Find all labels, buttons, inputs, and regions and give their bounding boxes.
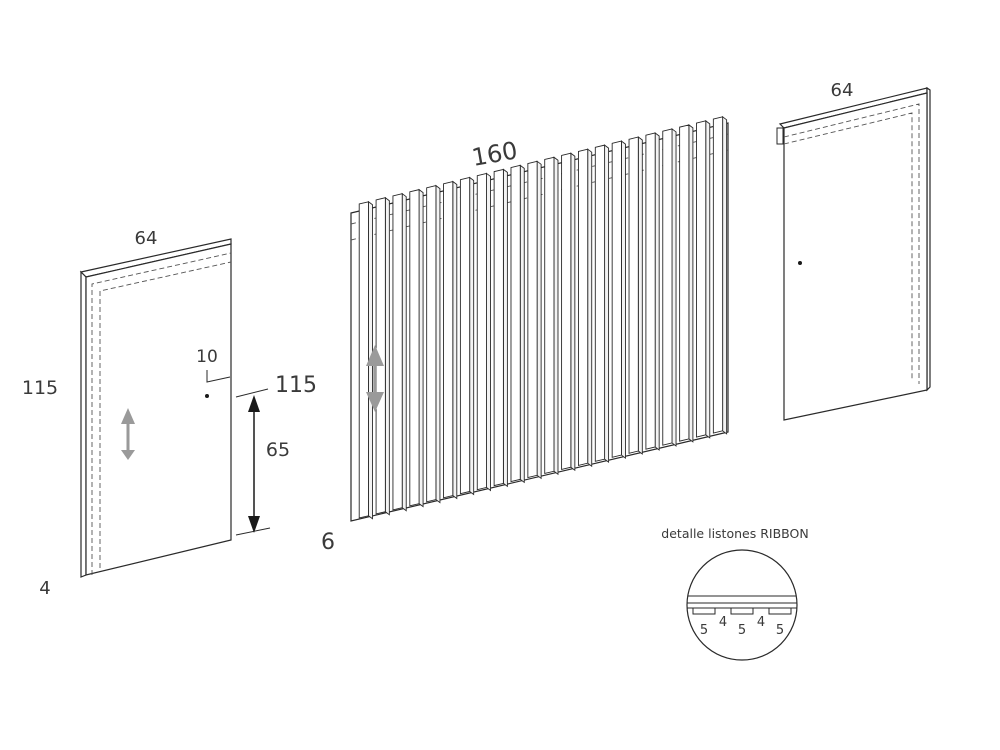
left-panel (79, 238, 232, 578)
offset-bracket (206, 370, 231, 383)
offset-label: 10 (196, 347, 218, 367)
dim-arrowhead-down (248, 516, 260, 533)
slat-side (587, 148, 593, 468)
slat (358, 201, 369, 519)
right-panel-face (783, 92, 928, 421)
slat (443, 180, 454, 499)
slat (628, 136, 639, 454)
slat-side (604, 144, 610, 464)
detail-slat-3 (768, 607, 792, 615)
slat-side (536, 160, 542, 480)
slat-side (688, 124, 694, 443)
slat (594, 144, 606, 462)
detail-slat-2 (730, 607, 754, 615)
left-height-label: 115 (22, 377, 58, 399)
right-width-label: 64 (831, 80, 854, 101)
right-panel-dash-outer (783, 103, 920, 384)
slat (409, 189, 420, 507)
right-panel-bracket (776, 127, 784, 145)
slat-side (570, 152, 576, 472)
detail-circle-outline (686, 549, 798, 661)
slat-side (654, 132, 660, 451)
left-panel-hang-point (205, 394, 209, 398)
detail-label-3: 5 (738, 623, 746, 638)
slat (611, 140, 622, 458)
left-width-label: 64 (135, 228, 158, 249)
detail-circle: 5 4 5 4 5 (686, 549, 798, 661)
slat (527, 160, 538, 479)
detail-label-2: 4 (719, 615, 727, 630)
slat (696, 120, 707, 438)
slat (662, 128, 673, 446)
slat (544, 156, 555, 475)
slat-side (671, 128, 677, 447)
dim-arrowhead-up (248, 395, 260, 412)
center-panel (350, 115, 729, 522)
slat-side (502, 168, 508, 488)
slat (510, 164, 521, 483)
right-panel-hang-point (798, 261, 802, 265)
slat-side (553, 156, 559, 476)
slat (645, 132, 656, 450)
left-thickness-label: 4 (39, 578, 50, 599)
left-panel-adjust-arrow-icon (121, 408, 135, 460)
slat (712, 116, 724, 434)
slat (459, 176, 471, 495)
slat-side (637, 136, 643, 455)
mount-height-dimension (235, 388, 271, 536)
right-panel-dash-inner (783, 112, 913, 380)
slat (577, 148, 589, 466)
left-panel-dash-inner (99, 261, 232, 568)
slat-side (722, 115, 728, 435)
slat-side (705, 119, 711, 439)
detail-slat-1 (692, 607, 716, 615)
right-height-label: 115 (275, 373, 317, 398)
center-panel-slats (358, 115, 728, 520)
mount-height-label: 65 (266, 439, 290, 461)
slat-side (469, 176, 475, 496)
slat-side (435, 184, 441, 504)
right-panel (776, 86, 931, 421)
slat-side (452, 180, 458, 500)
dim-ext-top (235, 388, 269, 398)
slat-side (401, 192, 407, 512)
left-panel-face (85, 243, 232, 576)
detail-title: detalle listones RIBBON (661, 526, 808, 541)
detail-label-1: 5 (700, 623, 708, 638)
dim-ext-bottom (235, 527, 271, 536)
detail-label-5: 5 (776, 623, 784, 638)
left-panel-dash-outer (91, 252, 232, 575)
slat-side (486, 172, 491, 492)
slat (392, 193, 403, 511)
left-panel-side (80, 270, 87, 578)
center-panel-adjust-arrow-icon (366, 345, 384, 412)
slat-side (418, 188, 424, 508)
center-width-label: 160 (470, 136, 520, 172)
slat (679, 124, 690, 442)
slat-side (384, 196, 390, 516)
slat (561, 152, 572, 471)
detail-label-4: 4 (757, 615, 765, 630)
slat (493, 168, 504, 487)
center-thickness-label: 6 (321, 530, 335, 555)
slat-side (519, 164, 525, 484)
slat (476, 172, 487, 491)
slat-side (620, 140, 626, 459)
slat (426, 185, 437, 503)
